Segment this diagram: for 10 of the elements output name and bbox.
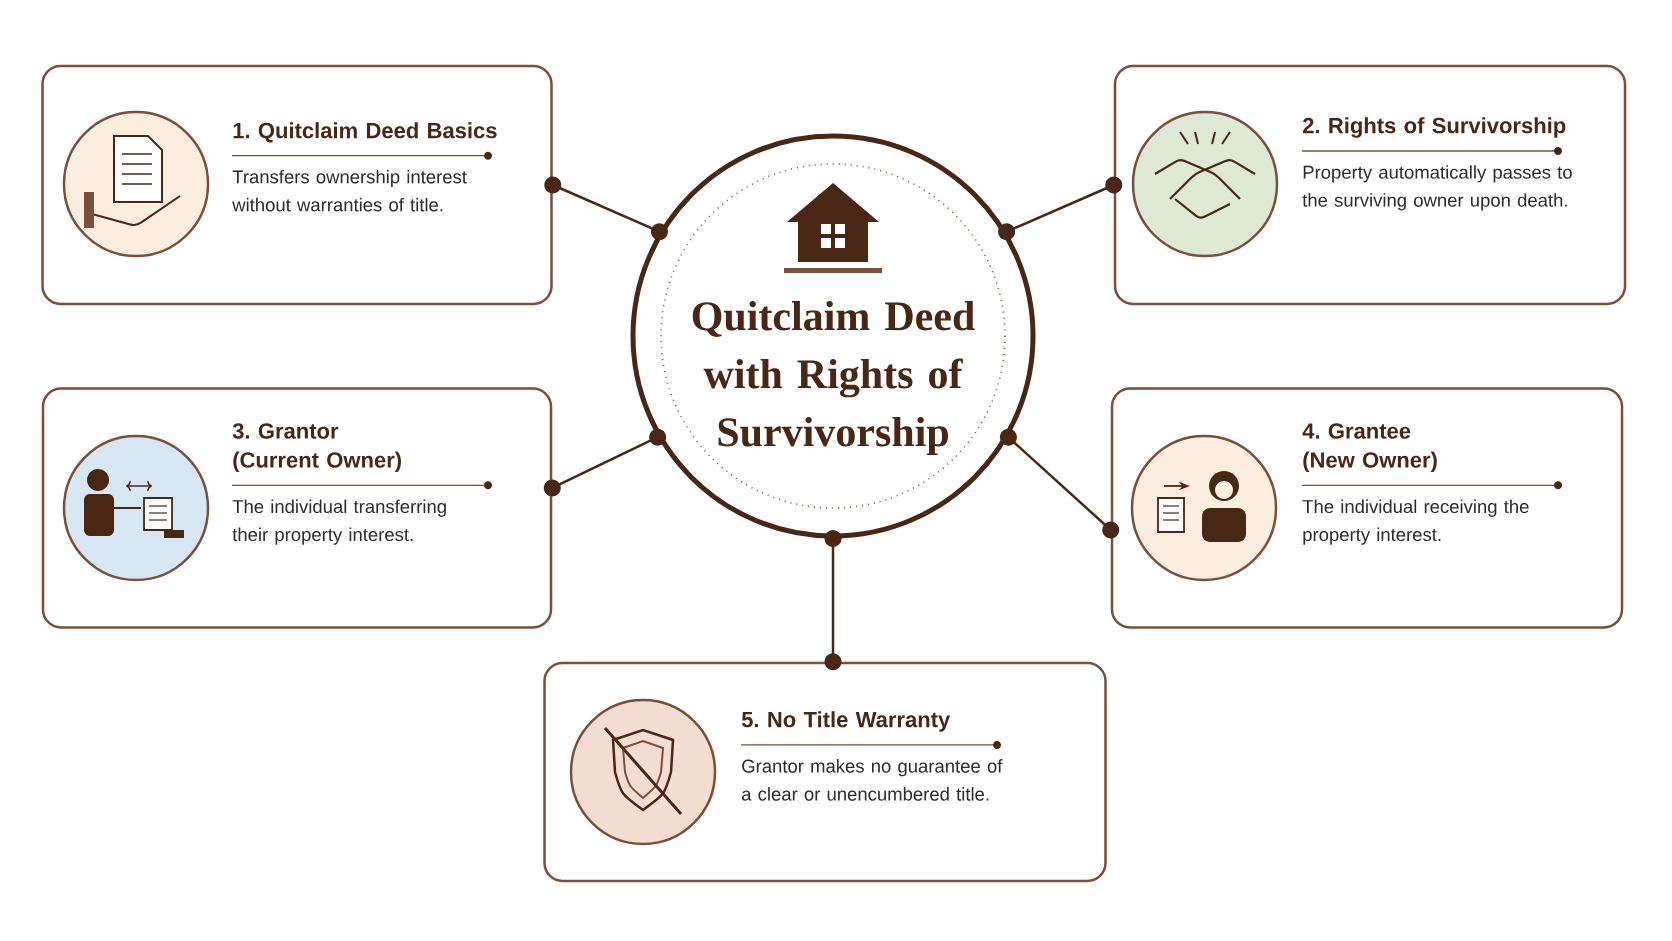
card-text: The individual transferring their property interest. xyxy=(232,499,446,545)
card-text: Grantor makes no guarantee of a clear or unencumbered title. xyxy=(742,759,1003,801)
card-text: Transfers ownership interest without warranties of title. xyxy=(232,169,467,212)
connector xyxy=(824,530,842,671)
connector xyxy=(543,428,667,497)
card-text: The individual receiving the property interest. xyxy=(1302,499,1529,545)
connector xyxy=(998,176,1123,241)
connector xyxy=(544,176,668,241)
connector xyxy=(999,428,1120,539)
card-text: Property automatically passes to the surviving owner upon death. xyxy=(1302,165,1572,211)
